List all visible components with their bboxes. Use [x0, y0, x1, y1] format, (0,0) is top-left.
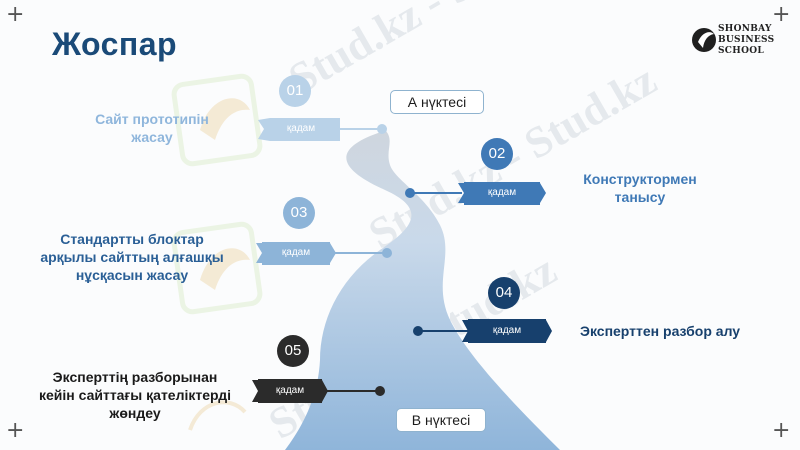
crop-mark-icon: +: [772, 2, 791, 27]
slide-title: Жоспар: [52, 26, 178, 62]
crop-mark-icon: +: [772, 418, 791, 443]
step-number-04: 04: [488, 277, 520, 309]
step-label-01: қадам: [286, 123, 316, 134]
ribbon-02: [458, 182, 546, 205]
desc-line: Конструктормен: [583, 171, 697, 187]
logo-text: SHONBAY BUSINESS SCHOOL: [718, 24, 798, 57]
crop-mark-icon: +: [6, 418, 25, 443]
step-label-03: қадам: [281, 247, 311, 258]
connector-01: [340, 124, 387, 134]
step-number-02: 02: [481, 138, 513, 170]
point-b-label: В нүктесі: [396, 408, 486, 432]
step-description-05: Эксперттің разборынан кейін сайттағы қат…: [22, 368, 248, 422]
step-number-05: 05: [277, 335, 309, 367]
step-description-01: Сайт прототипін жасау: [82, 110, 222, 146]
point-a-label: А нүктесі: [390, 90, 484, 114]
desc-line: жөндеу: [109, 405, 161, 421]
connector-04: [413, 326, 468, 336]
step-description-02: Конструктормен танысу: [570, 170, 710, 206]
watermark-logo: [171, 73, 263, 431]
ribbon-01: [258, 118, 340, 141]
logo-line: BUSINESS: [718, 35, 775, 45]
ribbon-04: [462, 319, 552, 343]
crop-mark-icon: +: [6, 2, 25, 27]
logo-line: SCHOOL: [718, 46, 764, 56]
desc-line: кейін сайттағы қателіктерді: [38, 387, 231, 403]
desc-line: Эксперттің разборынан: [52, 369, 218, 385]
step-description-03: Стандартты блоктар арқылы сайттың алғашқ…: [22, 230, 242, 284]
step-label-02: қадам: [487, 187, 517, 198]
ribbon-03: [256, 242, 336, 265]
step-number-01: 01: [279, 75, 311, 107]
desc-line: танысу: [614, 189, 666, 205]
connector-02: [405, 188, 462, 198]
desc-line: Стандартты блоктар: [60, 231, 204, 247]
shonbay-logo-icon: [692, 28, 716, 52]
desc-line: Сайт прототипін: [95, 111, 209, 127]
desc-line: нұсқасын жасау: [75, 267, 189, 283]
step-label-04: қадам: [492, 325, 522, 336]
logo-line: SHONBAY: [718, 24, 772, 34]
desc-line: жасау: [131, 129, 173, 145]
desc-line: Эксперттен разбор алу: [580, 323, 741, 339]
road: [285, 130, 560, 450]
step-description-04: Эксперттен разбор алу: [580, 322, 780, 340]
ribbon-05: [252, 379, 328, 403]
step-label-05: қадам: [275, 385, 305, 396]
step-number-03: 03: [283, 197, 315, 229]
desc-line: арқылы сайттың алғашқы: [40, 249, 224, 265]
svg-text:Stud.kz - Stud.: Stud.kz - Stud.: [281, 0, 547, 104]
